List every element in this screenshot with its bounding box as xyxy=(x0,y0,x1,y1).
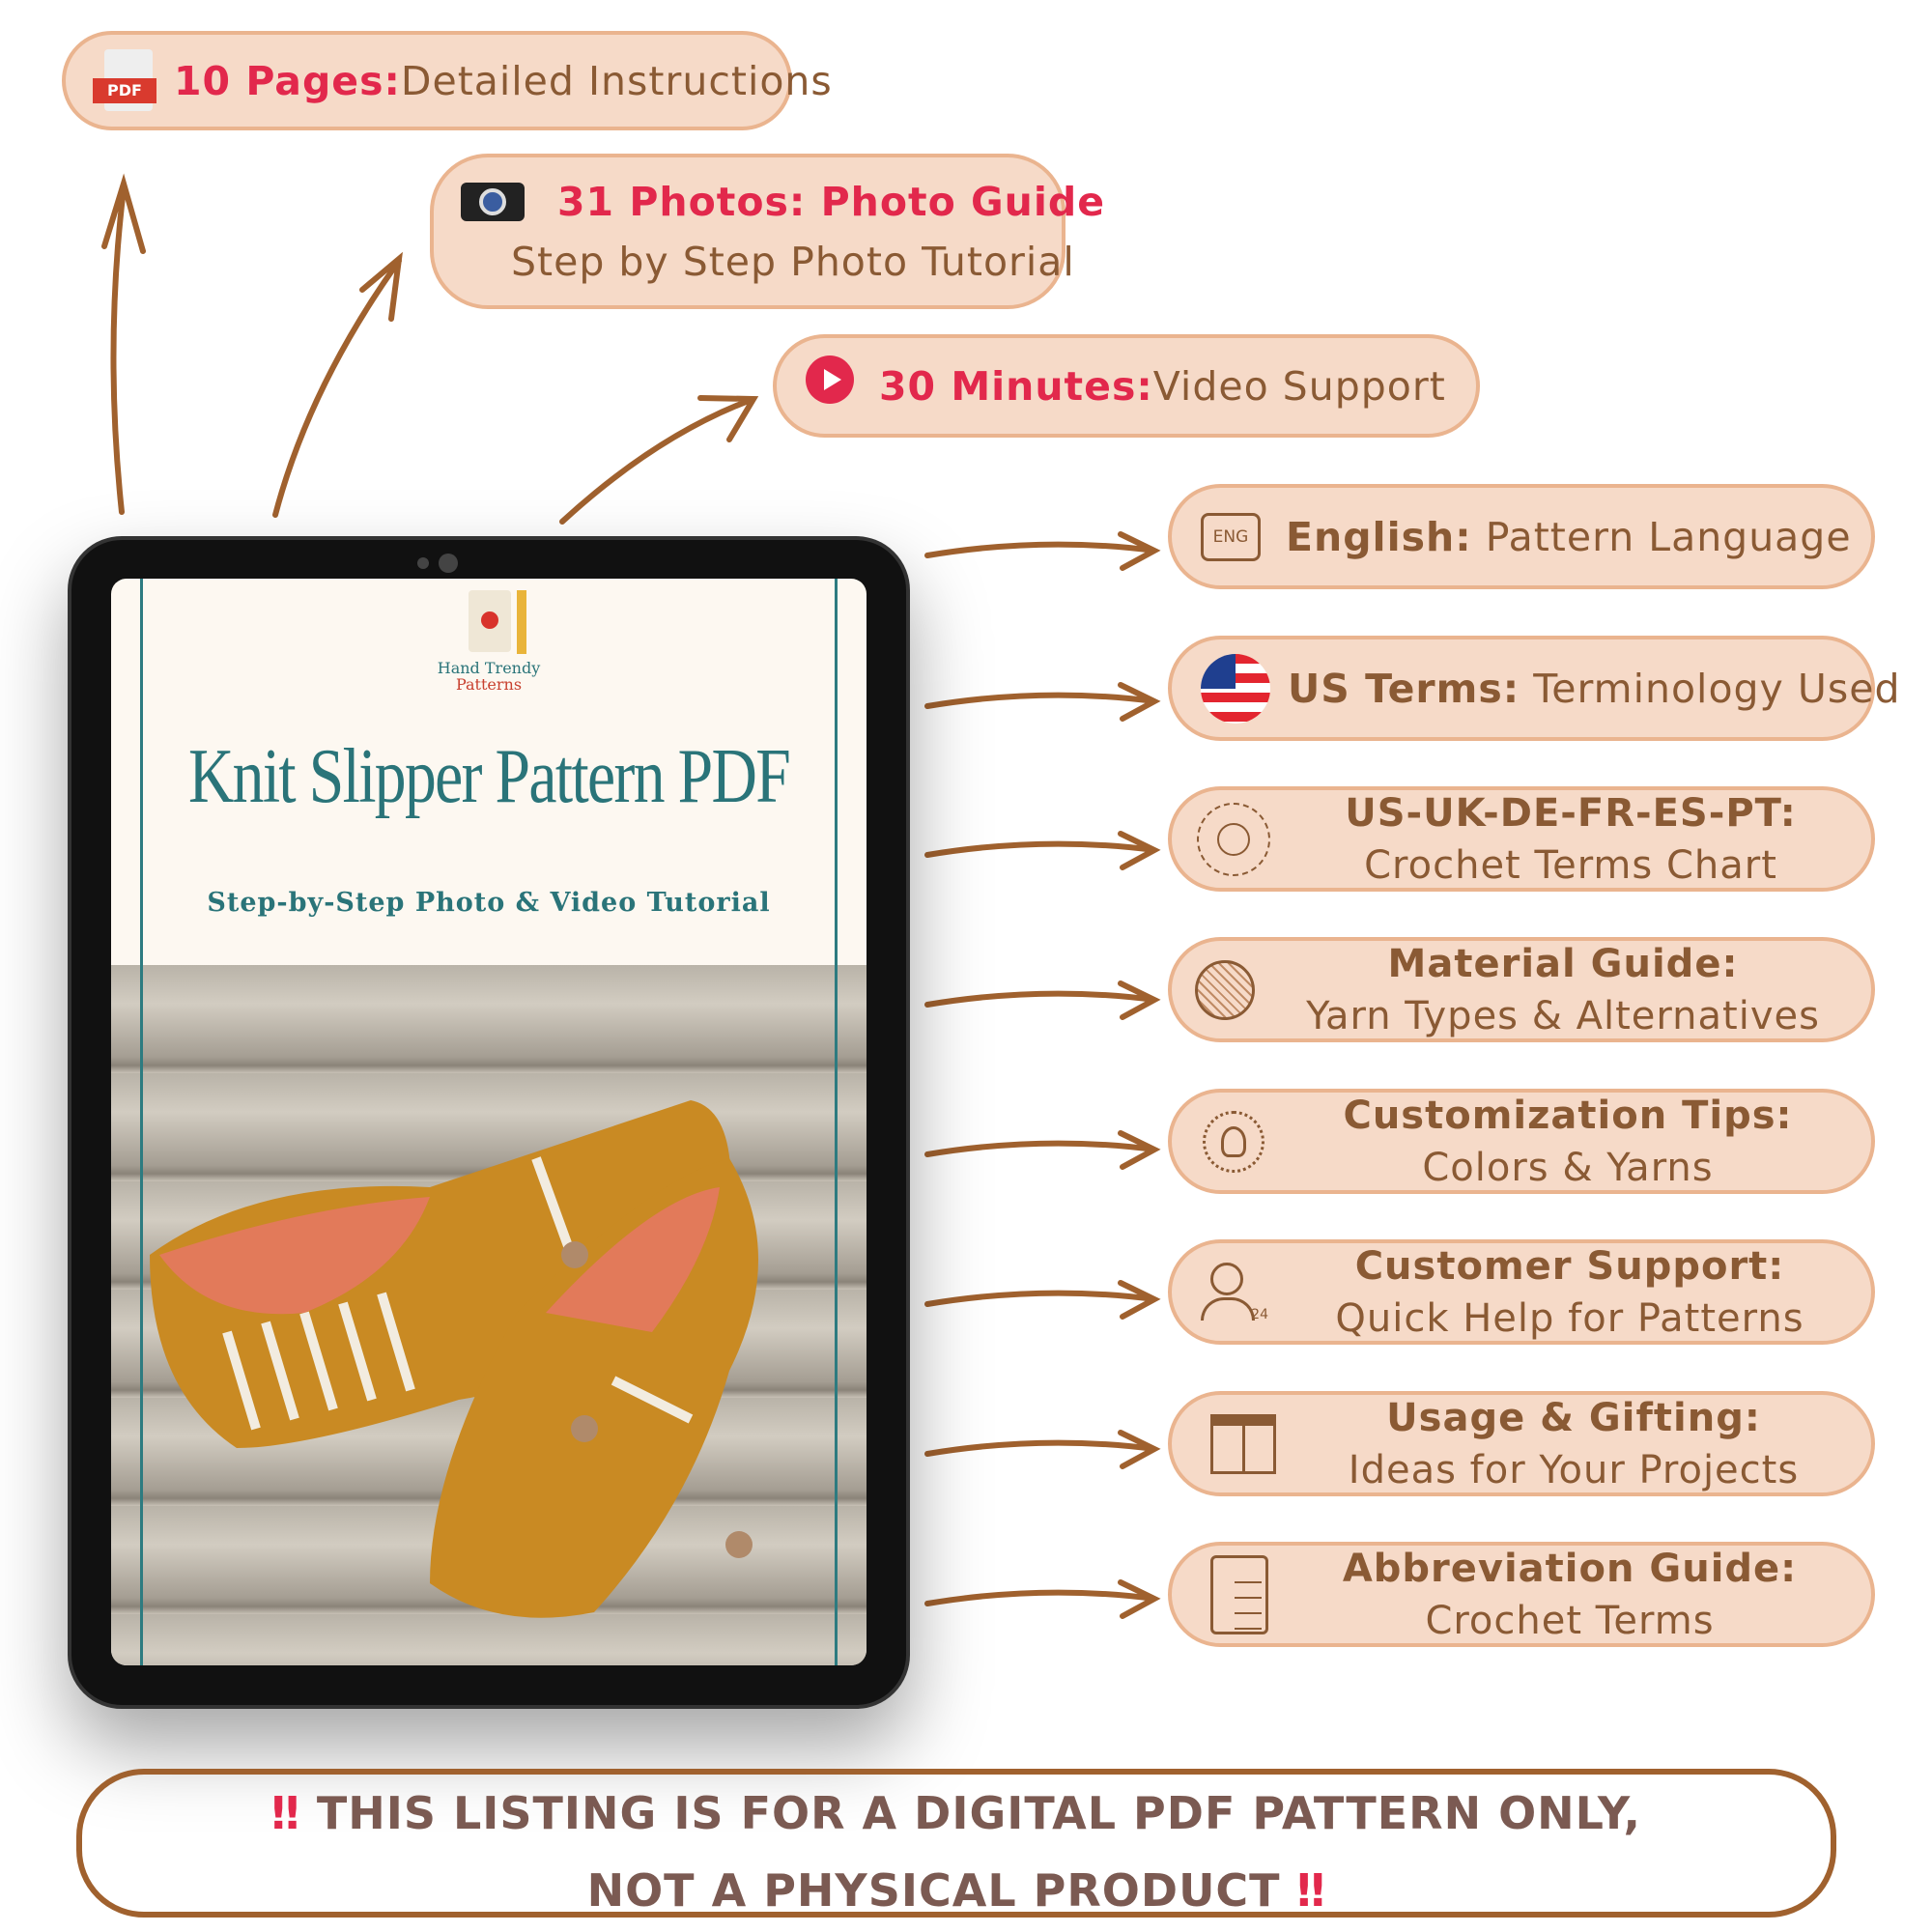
feature-support: 24 Customer Support:Quick Help for Patte… xyxy=(1168,1239,1875,1345)
feature-gifting: Usage & Gifting:Ideas for Your Projects xyxy=(1168,1391,1875,1496)
feature-pages: PDF 10 Pages:Detailed Instructions xyxy=(62,31,832,130)
checklist-icon xyxy=(1210,1554,1268,1634)
digital-only-notice: ‼ THIS LISTING IS FOR A DIGITAL PDF PATT… xyxy=(76,1769,1836,1918)
pattern-cover: Hand Trendy Patterns Knit Slipper Patter… xyxy=(111,579,867,1665)
camera-lens xyxy=(439,554,458,573)
gift-icon xyxy=(1210,1413,1276,1474)
camera-dot xyxy=(417,557,429,569)
feature-video: 30 Minutes:Video Support xyxy=(773,334,1480,438)
arrow-photos xyxy=(272,251,403,518)
yarn-ball-icon xyxy=(1195,959,1255,1020)
brand-pencil-icon xyxy=(517,590,526,654)
knit-slippers-image xyxy=(150,1100,758,1618)
cover-title: Knit Slipper Pattern PDF xyxy=(187,734,791,819)
cover-subtitle: Step-by-Step Photo & Video Tutorial xyxy=(207,888,771,918)
feature-material: Material Guide:Yarn Types & Alternatives xyxy=(1168,937,1875,1042)
feature-language: ENG English: Pattern Language xyxy=(1168,484,1875,589)
feature-terms-chart: US-UK-DE-FR-ES-PT:Crochet Terms Chart xyxy=(1168,786,1875,892)
feature-photos: 31 Photos: Photo Guide Step by Step Phot… xyxy=(430,154,1104,309)
speech-bubble-icon: ENG xyxy=(1201,512,1261,561)
feature-customization: Customization Tips:Colors & Yarns xyxy=(1168,1089,1875,1194)
pdf-file-icon: PDF xyxy=(93,48,160,113)
feature-abbreviations: Abbreviation Guide:Crochet Terms xyxy=(1168,1542,1875,1647)
play-video-icon xyxy=(806,355,854,404)
arrow-up-pdf xyxy=(101,173,146,515)
camera-icon xyxy=(461,182,525,221)
tablet-device: Hand Trendy Patterns Knit Slipper Patter… xyxy=(68,536,910,1709)
double-exclamation-icon: ‼ xyxy=(271,1787,300,1839)
lightbulb-gear-icon xyxy=(1203,1110,1264,1173)
arrow-video xyxy=(559,395,759,525)
slipper-photo xyxy=(111,965,867,1665)
double-exclamation-icon: ‼ xyxy=(1296,1864,1326,1917)
us-flag-icon xyxy=(1201,653,1270,724)
arrows-right xyxy=(924,531,1161,1619)
feature-us-terms: US Terms: Terminology Used xyxy=(1168,636,1899,741)
support-24-icon: 24 xyxy=(1201,1259,1268,1326)
brand-logo-icon xyxy=(469,590,511,652)
globe-languages-icon xyxy=(1197,802,1270,876)
